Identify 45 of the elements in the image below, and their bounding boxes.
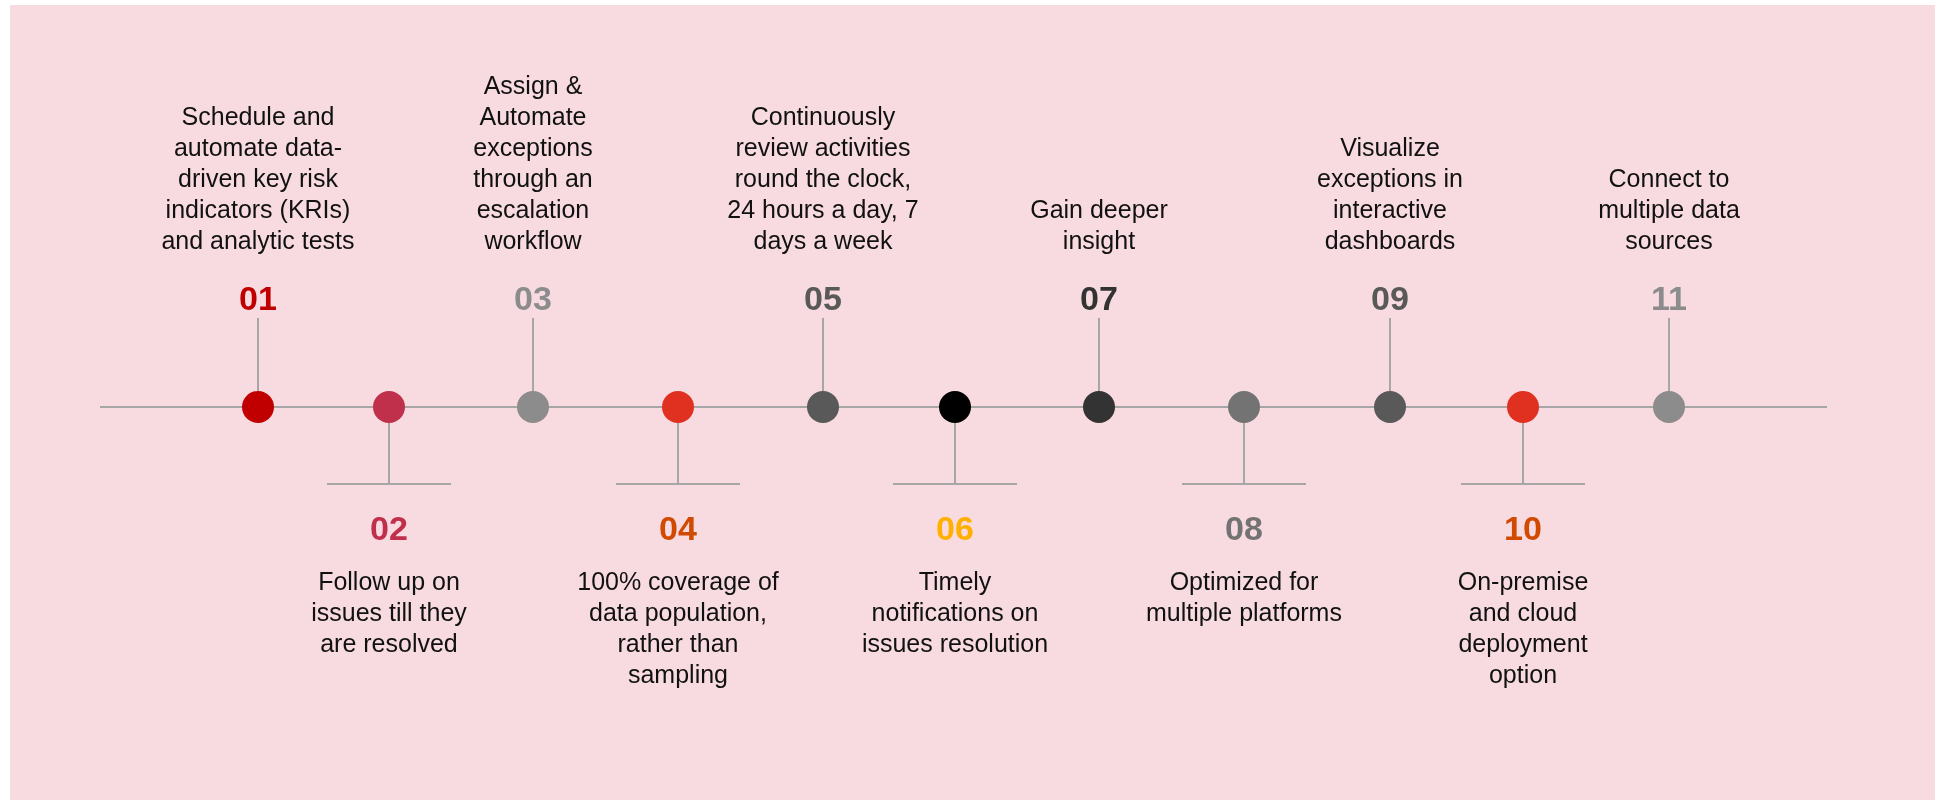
step-number: 02: [370, 508, 408, 548]
step-description: Timely notifications on issues resolution: [860, 566, 1050, 659]
step-description: Connect to multiple data sources: [1597, 163, 1741, 256]
leader-line: [822, 317, 824, 392]
leader-line: [615, 422, 741, 485]
step-description: On-premise and cloud deployment option: [1456, 566, 1590, 690]
timeline-line: [1538, 406, 1654, 408]
step-description: Gain deeper insight: [1029, 194, 1169, 256]
step-number: 05: [804, 278, 842, 318]
timeline-line: [273, 406, 374, 408]
leader-line: [532, 317, 534, 392]
step-number: 10: [1504, 508, 1542, 548]
step-description: Visualize exceptions in interactive dashboards: [1316, 132, 1464, 256]
leader-line: [257, 317, 259, 392]
step-number: 09: [1371, 278, 1409, 318]
leader-line: [1389, 317, 1391, 392]
timeline-line: [404, 406, 518, 408]
step-description: Optimized for multiple platforms: [1145, 566, 1343, 628]
leader-line: [326, 422, 452, 485]
leader-line: [1460, 422, 1586, 485]
step-number: 04: [659, 508, 697, 548]
leader-line: [892, 422, 1018, 485]
step-description: 100% coverage of data population, rather than sampling: [576, 566, 780, 690]
step-number: 08: [1225, 508, 1263, 548]
timeline-line: [838, 406, 940, 408]
step-number: 06: [936, 508, 974, 548]
leader-line: [1181, 422, 1307, 485]
step-number: 07: [1080, 278, 1118, 318]
timeline-line: [99, 406, 243, 408]
timeline-line: [693, 406, 808, 408]
step-description: Follow up on issues till they are resolved: [310, 566, 468, 659]
step-description: Assign & Automate exceptions through an escalation workflow: [472, 70, 594, 256]
step-description: Schedule and automate data-driven key risk indicators (KRIs) and analytic tests: [160, 101, 356, 256]
timeline-line: [1405, 406, 1508, 408]
leader-line: [1098, 317, 1100, 392]
timeline-line: [1114, 406, 1229, 408]
timeline-line: [548, 406, 663, 408]
timeline-line: [1684, 406, 1828, 408]
leader-line: [1668, 317, 1670, 392]
timeline-line: [1259, 406, 1375, 408]
step-description: Continuously review activities round the clock, 24 hours a day, 7 days a week: [726, 101, 920, 256]
step-number: 01: [239, 278, 277, 318]
timeline-line: [970, 406, 1084, 408]
step-number: 03: [514, 278, 552, 318]
step-number: 11: [1651, 278, 1687, 318]
